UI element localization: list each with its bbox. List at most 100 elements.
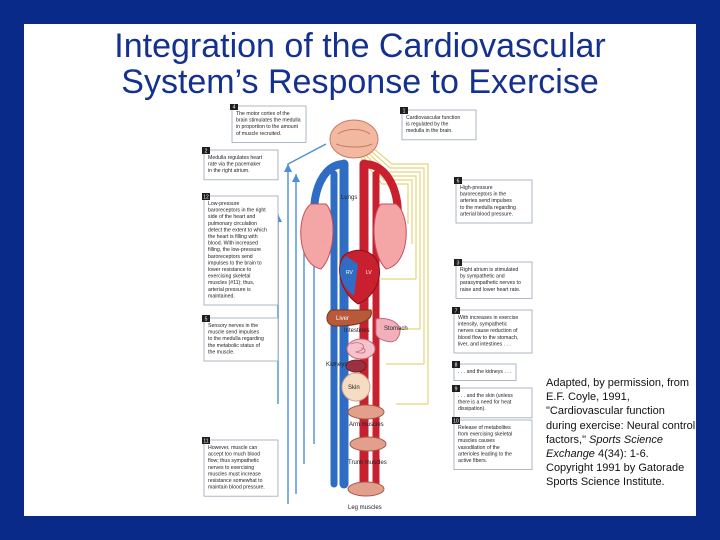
- callout-text-line: accept too much blood: [208, 452, 260, 458]
- skin-icon: [341, 372, 371, 402]
- arm-muscles-icon: [347, 404, 385, 420]
- callout-text-line: However, muscle can: [208, 445, 257, 451]
- callout-text-line: Low-pressure: [208, 201, 240, 207]
- callout-text-line: Sensory nerves in the: [208, 323, 258, 329]
- label-lv: LV: [366, 270, 372, 276]
- callout-number-badge: [202, 193, 210, 200]
- callout-text-line: is regulated by the: [406, 122, 449, 128]
- callout-number: 6: [457, 179, 460, 185]
- callout-text-line: Cardiovascular function: [406, 115, 460, 121]
- callout-number-badge: [454, 259, 462, 266]
- callout-text-line: the heart is filling with: [208, 234, 258, 240]
- title-line-1: Integration of the Cardiovascular: [114, 27, 606, 65]
- kidneys-icon: [345, 359, 367, 373]
- credit-journal: Sports Science Exchange: [546, 433, 664, 461]
- callout-text-line: in proportion to the amount: [236, 124, 299, 130]
- callout-text-line: to the medulla regarding: [208, 336, 264, 342]
- figure-credit: Adapted, by permission, from E.F. Coyle,…: [546, 376, 696, 490]
- callout-frame: [203, 195, 279, 306]
- callout-text-line: medulla in the brain.: [406, 128, 453, 134]
- label-stomach: Stomach: [384, 326, 408, 332]
- callout-text-line: muscles (#11); thus,: [208, 280, 254, 286]
- callout-frame: [401, 109, 477, 141]
- callout-number: 8: [455, 363, 458, 369]
- callout-text-line: . . . and the kidneys . . .: [458, 369, 512, 375]
- callout-text-line: lower resistance to: [208, 267, 251, 273]
- callout-number: 11: [203, 439, 208, 445]
- label-kidneys: Kidneys: [326, 362, 347, 368]
- callout-text-line: arteries send impulses: [460, 198, 512, 204]
- callout-number-badge: [202, 315, 210, 322]
- callout-box-8: 8. . . and the kidneys . . .: [452, 361, 517, 382]
- callout-text-line: side of the heart and: [208, 214, 255, 220]
- callout-frame: [203, 317, 279, 362]
- callout-text-line: detect the extent to which: [208, 227, 267, 233]
- callout-text-line: the metabolic status of: [208, 343, 260, 349]
- stomach-icon: [375, 318, 401, 343]
- label-leg-muscles: Leg muscles: [348, 505, 382, 511]
- callout-frame: [203, 439, 279, 497]
- callout-text-line: there is a need for heat: [458, 400, 512, 406]
- callout-number: 7: [455, 309, 458, 315]
- callout-text-line: Release of metabolites: [458, 425, 511, 431]
- callout-text-line: by sympathetic and: [460, 274, 505, 280]
- callout-text-line: Medulla regulates heart: [208, 155, 263, 161]
- callout-number: 3: [457, 261, 460, 267]
- callout-number-badge: [452, 385, 460, 392]
- callout-text-line: flow; thus sympathetic: [208, 458, 259, 464]
- liver-icon: [326, 309, 372, 327]
- callout-text-line: arterioles leading to the: [458, 451, 512, 457]
- intestines-icon: [346, 338, 376, 360]
- callout-frame: [203, 149, 279, 181]
- callout-text-line: arterial pressure is: [208, 287, 251, 293]
- callout-frame: [453, 387, 533, 419]
- callout-text-line: blood. With increased: [208, 241, 258, 247]
- callout-text-line: Right atrium is stimulated: [460, 267, 518, 273]
- callout-number-badge: [202, 437, 210, 444]
- callout-text-line: resistance somewhat to: [208, 478, 263, 484]
- callout-text-line: impulses to the brain to: [208, 260, 262, 266]
- callout-text-line: from exercising skeletal: [458, 432, 512, 438]
- callout-number: 5: [205, 317, 208, 323]
- callout-number-badge: [452, 417, 460, 424]
- callout-text-line: the muscle.: [208, 349, 235, 355]
- callout-text-line: exercising skeletal: [208, 274, 250, 280]
- callout-number-badge: [452, 361, 460, 368]
- callout-text-line: to the medulla regarding: [460, 205, 516, 211]
- callout-number: 12: [203, 195, 209, 201]
- callout-text-line: maintain blood pressure.: [208, 485, 265, 491]
- callout-text-line: maintained.: [208, 293, 235, 299]
- slide-title: Integration of the Cardiovascular System…: [40, 28, 680, 100]
- callout-text-line: brain stimulates the medulla: [236, 118, 301, 124]
- callout-text-line: filling, the low-pressure: [208, 247, 261, 253]
- label-intestines: Intestines: [344, 328, 370, 334]
- callout-number: 4: [233, 105, 236, 111]
- callout-text-line: liver, and intestines . . .: [458, 341, 511, 347]
- brain-icon: [329, 119, 379, 159]
- callout-text-line: arterial blood pressure.: [460, 211, 513, 217]
- leg-muscles-icon: [347, 481, 385, 497]
- callout-text-line: baroreceptors in the right: [208, 208, 266, 214]
- callout-text-line: blood flow to the stomach,: [458, 335, 518, 341]
- label-trunk-muscles: Trunk muscles: [348, 460, 387, 466]
- callout-frame: [455, 261, 533, 299]
- callout-text-line: nerves to exercising: [208, 465, 254, 471]
- callout-text-line: of muscle recruited.: [236, 131, 281, 137]
- callout-text-line: dissipation).: [458, 406, 486, 412]
- cardiovascular-diagram: Lungs RV LV Liver Stomach Intestines Kid…: [202, 104, 533, 511]
- label-arm-muscles: Arm muscles: [349, 422, 384, 428]
- callout-number: 9: [455, 387, 458, 393]
- label-rv: RV: [346, 270, 354, 276]
- callout-text-line: raise and lower heart rate.: [460, 287, 520, 293]
- callout-number-badge: [452, 307, 460, 314]
- callout-frame: [231, 105, 307, 143]
- trunk-muscles-icon: [349, 436, 387, 452]
